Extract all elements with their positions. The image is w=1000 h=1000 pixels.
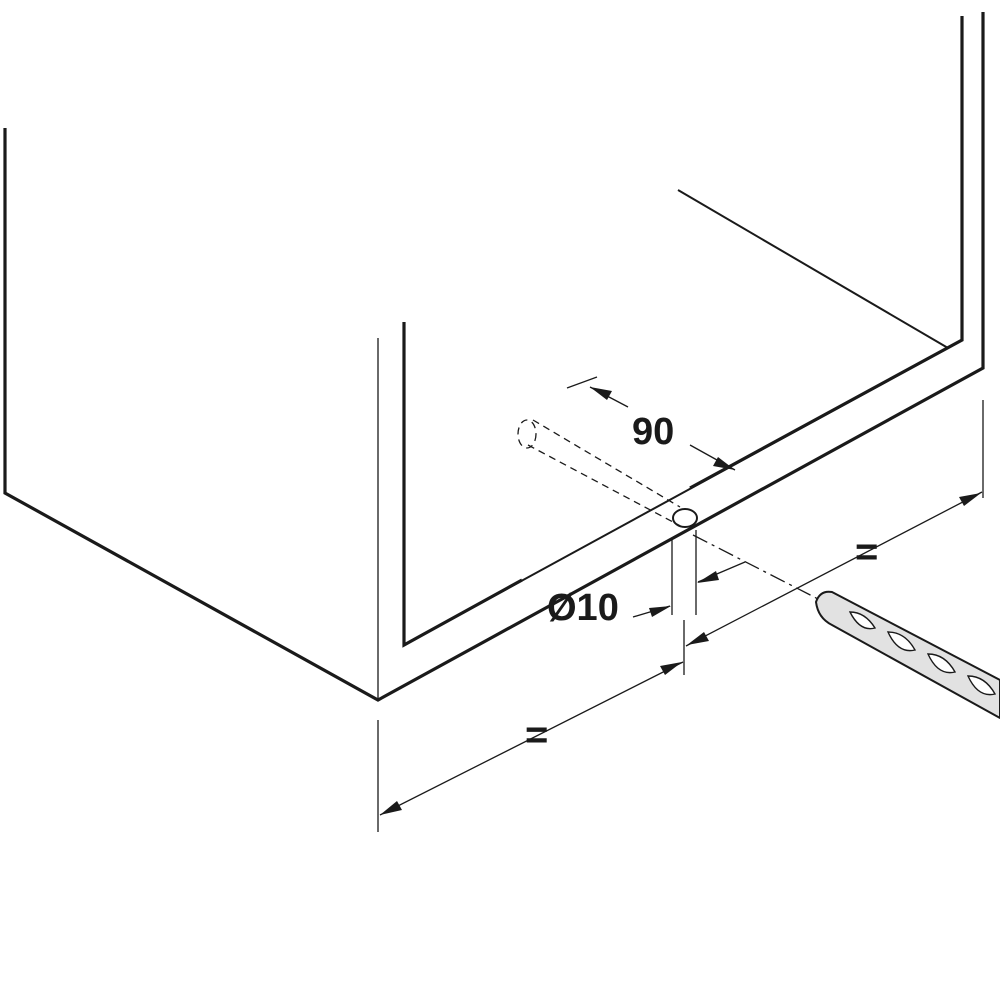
drill-bit-body [815, 590, 1000, 719]
diameter-arrow-left [649, 606, 671, 617]
drill-bit-flute-4 [966, 675, 997, 696]
drill-hole-mouth [672, 508, 698, 528]
depth-arrow-left [590, 387, 612, 400]
bottom-panel-inner-edge [403, 347, 949, 646]
hidden-bore-end [517, 419, 537, 449]
equal-arrow-outer-left [380, 801, 402, 815]
drill-bit-flute-2 [886, 631, 917, 652]
drill-bit [815, 590, 1000, 719]
dimension-equal-spacing: = = [377, 400, 984, 832]
depth-extension-line [566, 376, 598, 389]
equal-arrow-outer-right [959, 493, 981, 506]
drill-hole [517, 419, 698, 531]
equal-dimension-line-left [379, 661, 684, 816]
dimension-diameter: Ø10 [547, 530, 746, 629]
hidden-bore-bottom-edge [527, 444, 689, 531]
hidden-bore-top-edge [532, 419, 681, 508]
drill-bit-flute-1 [848, 611, 877, 630]
bottom-panel-back-edge [677, 189, 949, 349]
diameter-dimension-label: Ø10 [547, 587, 619, 629]
equal-label-right: = [855, 530, 878, 574]
drill-axis-centerline [692, 534, 821, 601]
equal-arrow-inner-right [687, 632, 709, 645]
cabinet-body [3, 12, 985, 702]
equal-label-left: = [525, 713, 548, 757]
equal-arrow-inner-left [660, 662, 682, 675]
dimension-depth: 90 [566, 376, 736, 471]
drill-bit-flute-3 [926, 653, 957, 674]
equal-dimension-line-right [685, 491, 983, 647]
depth-arrow-right [713, 457, 735, 470]
depth-dimension-label: 90 [632, 411, 674, 453]
diameter-arrow-right [697, 571, 719, 583]
